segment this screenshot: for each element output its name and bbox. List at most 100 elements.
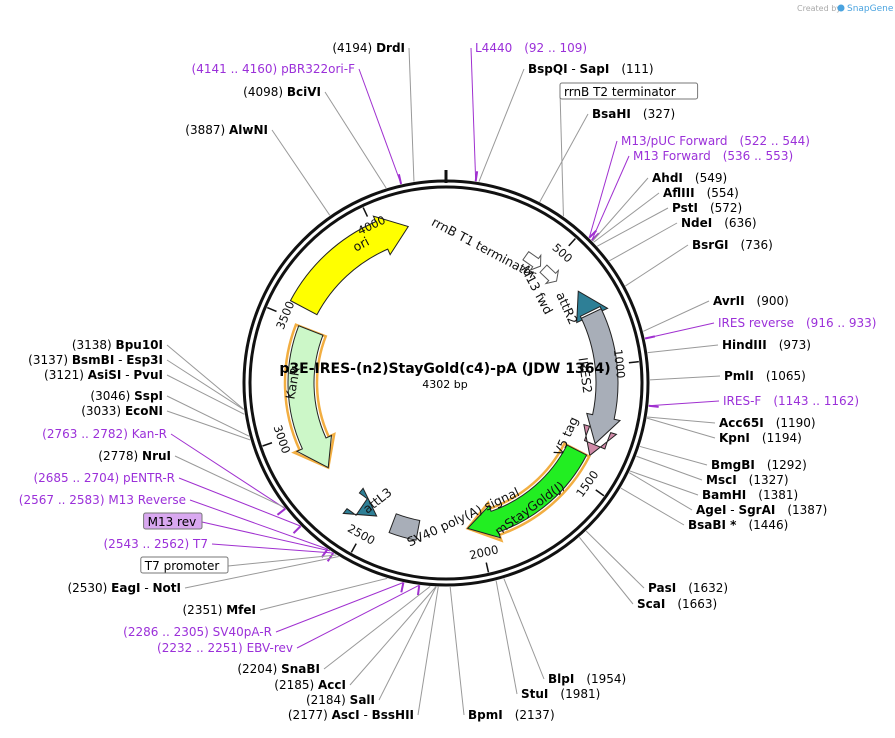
site-coord: (3138) [72, 338, 112, 352]
site-psti[interactable]: PstI(572) [672, 201, 742, 215]
site-bsrgi[interactable]: BsrGI(736) [692, 238, 773, 252]
site-label: HindIII(973) [722, 338, 811, 352]
terminator-rrnb-t1-terminator[interactable] [537, 262, 562, 287]
site-pasi[interactable]: PasI(1632) [648, 581, 728, 595]
site-avrii[interactable]: AvrII(900) [713, 294, 789, 308]
site-m13-reverse[interactable]: (2567 .. 2583) M13 Reverse [19, 493, 186, 507]
site-scai[interactable]: ScaI(1663) [637, 597, 717, 611]
backbone-inner-circle [248, 185, 644, 581]
feature-kanr[interactable] [287, 325, 333, 469]
primer-mark-pentr-r [292, 525, 302, 534]
tick-mark-3000 [262, 442, 273, 447]
site-l4440[interactable]: L4440(92 .. 109) [475, 41, 587, 55]
leader-t7 [211, 543, 334, 554]
site-blpi[interactable]: BlpI(1954) [548, 672, 626, 686]
feature-v5-tag[interactable] [583, 423, 618, 457]
site-bpu10i[interactable]: (3138) Bpu10I [72, 338, 163, 352]
feature-attl3[interactable] [342, 487, 378, 517]
site-name: AscI [332, 708, 360, 722]
site-name2: NotI [153, 581, 182, 595]
site-bsahi[interactable]: BsaHI(327) [592, 107, 675, 121]
site-stui[interactable]: StuI(1981) [521, 687, 600, 701]
site-ndei[interactable]: NdeI(636) [681, 216, 757, 230]
site-mfei[interactable]: (2351) MfeI [183, 603, 257, 617]
site-kan-r[interactable]: (2763 .. 2782) Kan-R [42, 427, 167, 441]
site-t7-promoter[interactable]: T7 promoter [140, 556, 229, 574]
site-label: (3137) BsmBI - Esp3I [28, 353, 163, 367]
site-m13-forward[interactable]: M13 Forward(536 .. 553) [633, 149, 793, 163]
leader-bsmbi [166, 359, 245, 411]
leader-lines [166, 47, 721, 716]
primer-mark-m13-forward [591, 232, 600, 242]
site-acci[interactable]: (2185) AccI [274, 678, 346, 692]
site-coord: (92 .. 109) [524, 41, 587, 55]
leader-t7-promoter [227, 554, 337, 567]
site-econi[interactable]: (3033) EcoNI [81, 404, 163, 418]
site-ebv-rev[interactable]: (2232 .. 2251) EBV-rev [157, 641, 293, 655]
site-eagi[interactable]: (2530) EagI - NotI [67, 581, 181, 595]
credit: Created by SnapGene [797, 4, 894, 14]
site-coord: (522 .. 544) [740, 134, 810, 148]
site-bspqi[interactable]: BspQI - SapI(111) [528, 62, 654, 76]
site-m13-rev[interactable]: M13 rev [143, 512, 203, 530]
tick-label-500: 500 [550, 240, 576, 265]
site-nrui[interactable]: (2778) NruI [98, 449, 171, 463]
site-asisi[interactable]: (3121) AsiSI - PvuI [44, 368, 163, 382]
terminator-rrnb-t2-terminator[interactable] [521, 248, 546, 273]
site-name: BmgBI [711, 458, 755, 472]
site-asci[interactable]: (2177) AscI - BssHII [288, 708, 414, 722]
site-pentr-r[interactable]: (2685 .. 2704) pENTR-R [33, 471, 175, 485]
feature-mstaygold-j[interactable] [466, 444, 588, 539]
site-coord: (1954) [586, 672, 626, 686]
primer-mark-ires-reverse [644, 335, 656, 340]
site-ahdi[interactable]: AhdI(549) [652, 171, 727, 185]
feature-sv40-poly-a-signal[interactable] [388, 513, 421, 541]
site-snabi[interactable]: (2204) SnaBI [237, 662, 320, 676]
site-hindiii[interactable]: HindIII(973) [722, 338, 811, 352]
site-bcivi[interactable]: (4098) BciVI [243, 85, 321, 99]
site-bamhi[interactable]: BamHI(1381) [702, 488, 798, 502]
site-drdi[interactable]: (4194) DrdI [332, 41, 405, 55]
site-pmli[interactable]: PmlI(1065) [724, 369, 806, 383]
leader-ires-f [648, 400, 720, 407]
site-bsmbi[interactable]: (3137) BsmBI - Esp3I [28, 353, 163, 367]
site-label: (2286 .. 2305) SV40pA-R [123, 625, 272, 639]
site-name: pENTR-R [123, 471, 175, 485]
site-coord: (2204) [237, 662, 277, 676]
site-coord: (536 .. 553) [723, 149, 793, 163]
site-kpni[interactable]: KpnI(1194) [719, 431, 802, 445]
site-label: (2232 .. 2251) EBV-rev [157, 641, 293, 655]
leader-bsahi [539, 113, 589, 203]
tick-mark-2000 [485, 562, 490, 573]
site-label: (3887) AlwNI [185, 123, 268, 137]
site-name: IRES reverse [718, 316, 794, 330]
site-coord: (3887) [185, 123, 225, 137]
site-alwni[interactable]: (3887) AlwNI [185, 123, 268, 137]
site-sspi[interactable]: (3046) SspI [90, 389, 163, 403]
site-msci[interactable]: MscI(1327) [706, 473, 789, 487]
site-label: ScaI(1663) [637, 597, 717, 611]
site-sali[interactable]: (2184) SalI [306, 693, 375, 707]
site-acc65i[interactable]: Acc65I(1190) [719, 416, 816, 430]
site-coord: (2685 .. 2704) [33, 471, 119, 485]
feature-ires2[interactable] [580, 308, 622, 445]
site-bsabi[interactable]: BsaBI *(1446) [688, 518, 788, 532]
site-sv40pa-r[interactable]: (2286 .. 2305) SV40pA-R [123, 625, 272, 639]
feature-ori[interactable] [289, 215, 410, 316]
site-rrnb-t2-terminator[interactable]: rrnB T2 terminator [559, 82, 699, 100]
site-bmgbi[interactable]: BmgBI(1292) [711, 458, 807, 472]
site-coord: (1194) [762, 431, 802, 445]
site-m13-puc-forward[interactable]: M13/pUC Forward(522 .. 544) [621, 134, 810, 148]
site-coord: (1632) [688, 581, 728, 595]
site-ires-f[interactable]: IRES-F(1143 .. 1162) [723, 394, 859, 408]
site-t7[interactable]: (2543 .. 2562) T7 [104, 537, 209, 551]
site-pbr322ori-f[interactable]: (4141 .. 4160) pBR322ori-F [192, 62, 356, 76]
site-coord: (900) [757, 294, 789, 308]
site-afliii[interactable]: AflIII(554) [663, 186, 739, 200]
site-coord: (1381) [758, 488, 798, 502]
leader-nrui [174, 455, 285, 508]
site-agei[interactable]: AgeI - SgrAI(1387) [696, 503, 827, 517]
site-ires-reverse[interactable]: IRES reverse(916 .. 933) [718, 316, 876, 330]
site-bpmi[interactable]: BpmI(2137) [468, 708, 555, 722]
credit-prefix: Created by [797, 4, 841, 13]
